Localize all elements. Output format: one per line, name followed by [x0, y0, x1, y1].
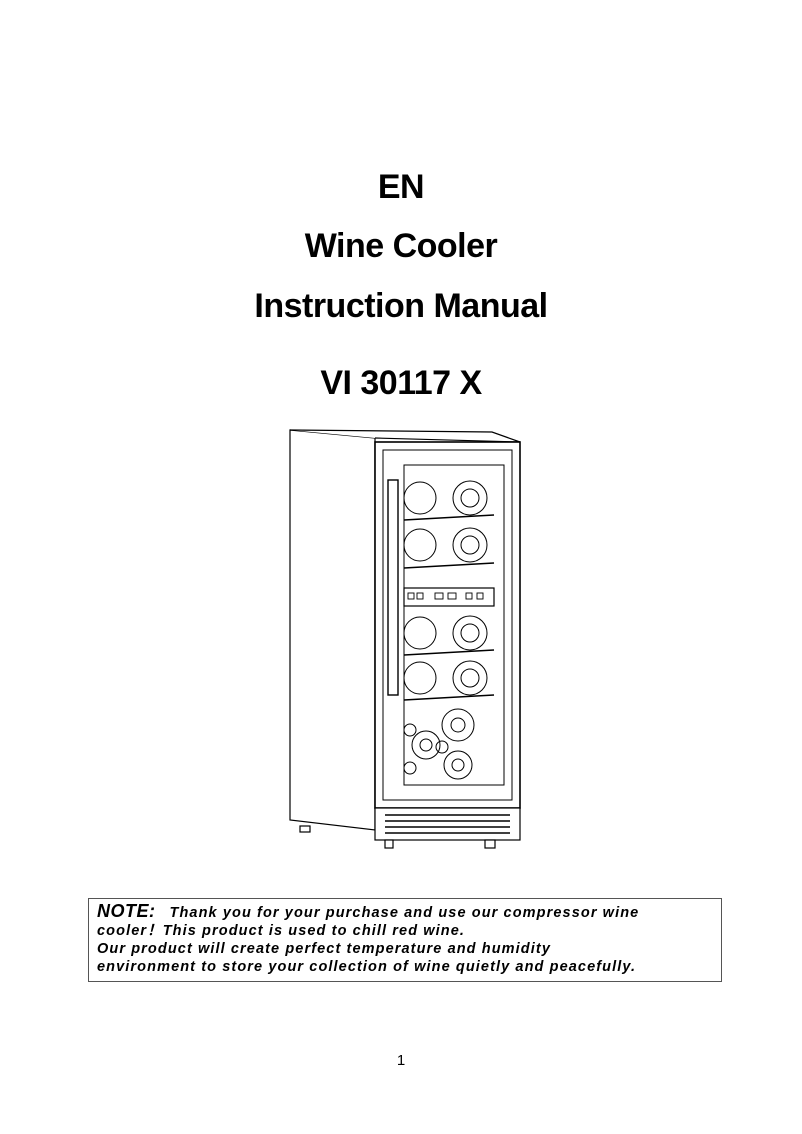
cabinet-top — [289, 429, 521, 443]
note-line-3: Our product will create perfect temperat… — [97, 941, 551, 957]
page-number: 1 — [396, 1052, 406, 1069]
product-title: Wine Cooler — [304, 227, 498, 265]
model-number: VI 30117 X — [320, 364, 482, 402]
base-unit — [374, 807, 521, 841]
door-handle — [387, 479, 399, 696]
manual-title: Instruction Manual — [254, 287, 548, 325]
cabinet-side — [289, 429, 376, 831]
note-line-4: environment to store your collection of … — [97, 959, 637, 975]
foot-left — [384, 839, 394, 849]
bottles — [403, 480, 488, 780]
wine-cooler-illustration — [289, 429, 521, 849]
foot-right — [484, 839, 496, 849]
control-panel — [403, 587, 495, 607]
foot-back — [299, 825, 311, 833]
shelves — [403, 514, 495, 701]
note-label: NOTE: — [97, 901, 156, 921]
note-box: NOTE: Thank you for your purchase and use… — [88, 898, 722, 982]
vent-grille — [385, 814, 510, 834]
door-frame — [374, 441, 521, 809]
door-glass — [403, 464, 505, 786]
note-text-1: Thank you for your purchase and use our … — [169, 905, 640, 921]
door-inner-frame — [382, 449, 513, 801]
note-line-1: NOTE: Thank you for your purchase and use… — [97, 902, 713, 922]
language-code: EN — [377, 168, 425, 206]
control-buttons — [407, 592, 484, 600]
note-line-2: cooler！This product is used to chill red… — [97, 923, 466, 939]
